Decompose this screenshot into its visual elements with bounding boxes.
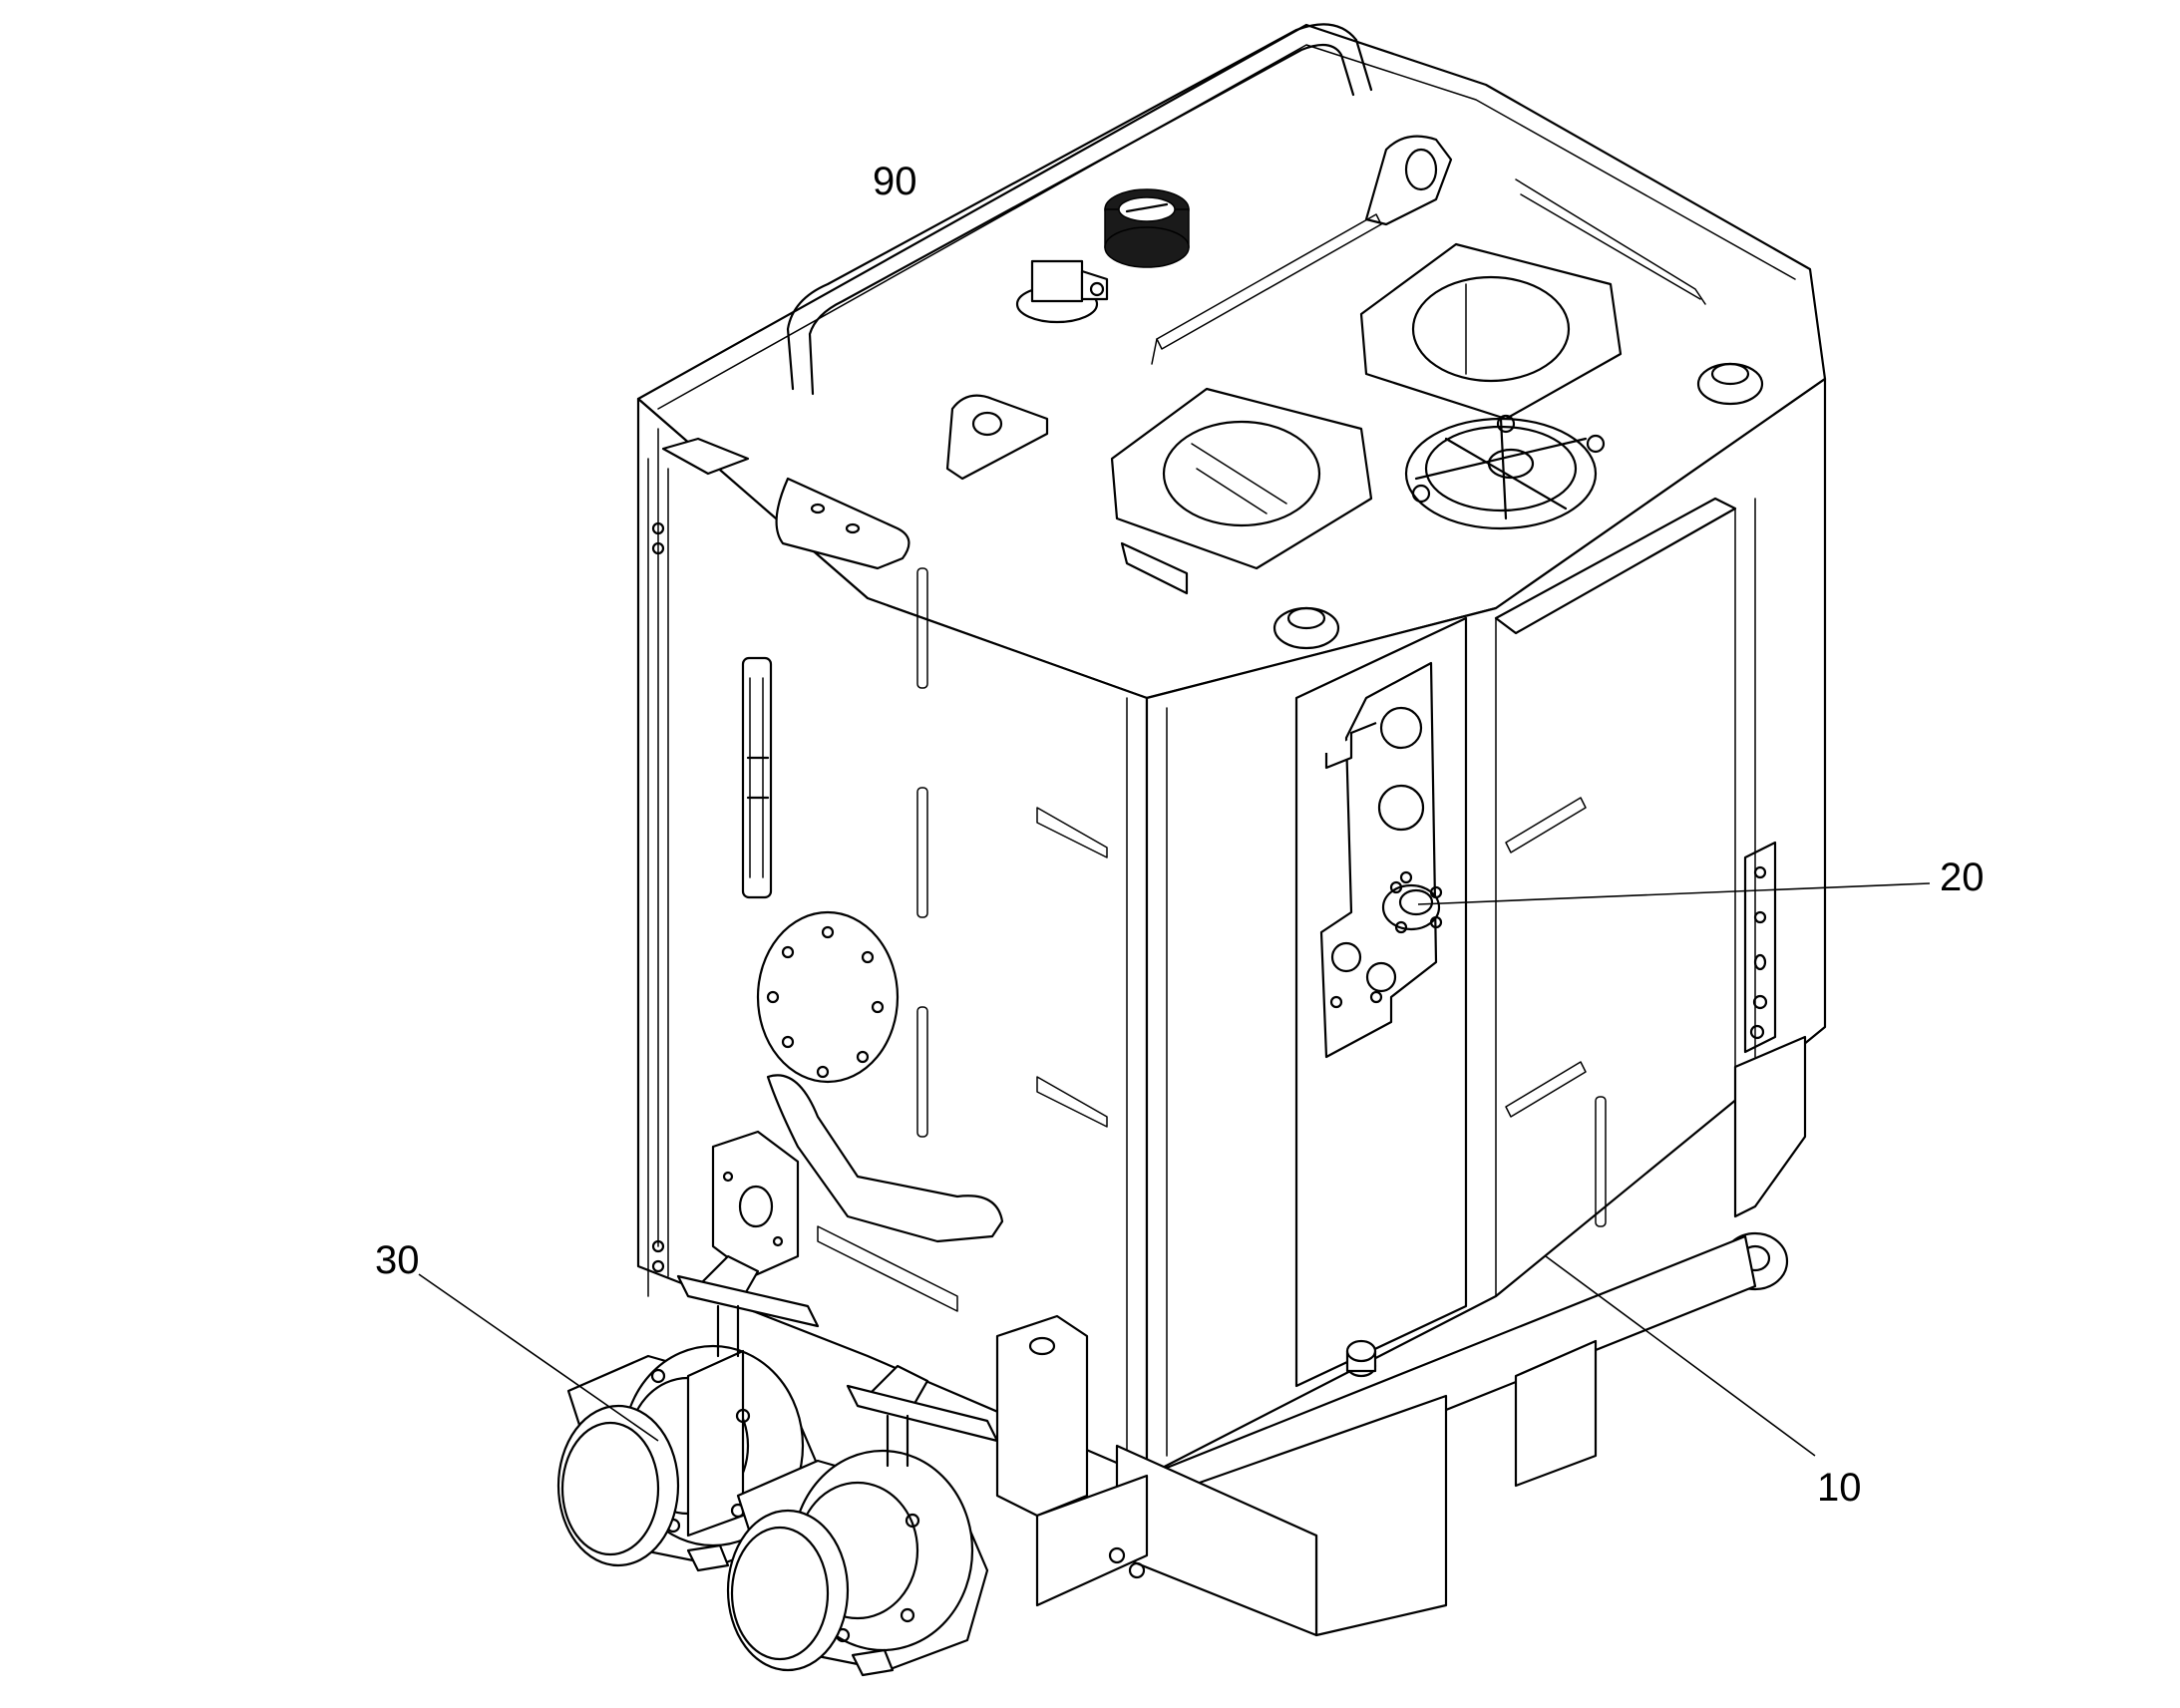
left-rail — [647, 458, 669, 1297]
callout-90: 90 — [873, 160, 917, 203]
sight-glass — [741, 656, 773, 899]
valve-upper — [556, 1254, 820, 1572]
left-face-slots — [916, 567, 1108, 1138]
side-handle — [766, 1074, 1004, 1243]
top-front-lug — [1120, 541, 1189, 595]
callout-30: 30 — [375, 1238, 420, 1282]
lower-frame — [1115, 1035, 1807, 1637]
level-switch — [1015, 259, 1109, 324]
filler-cap — [1104, 188, 1190, 268]
right-face-slots — [1505, 797, 1607, 1227]
drain-plug-top-right — [1696, 362, 1764, 406]
callout-20: 20 — [1940, 855, 1985, 899]
callout-10: 10 — [1817, 1466, 1862, 1510]
temperature-sensor — [1381, 880, 1443, 934]
inspection-cover — [756, 910, 900, 1084]
drain-plug-top-left — [1272, 606, 1340, 650]
corner-bracket-left — [661, 437, 750, 476]
valve-lower — [726, 1364, 999, 1677]
breather-cap — [1404, 414, 1606, 530]
lifting-eye-left — [945, 394, 1049, 481]
port-flange-front — [1110, 387, 1373, 570]
upper-mount-bracket — [775, 477, 910, 570]
right-side-bracket — [1494, 497, 1756, 1068]
sensor-plate — [1319, 661, 1438, 1059]
top-bracket — [1151, 178, 1706, 365]
leader-10 — [1545, 1255, 1816, 1457]
top-handle — [786, 23, 1373, 396]
drain-plug-front — [1345, 1339, 1377, 1378]
right-strap — [1743, 841, 1777, 1054]
leader-20 — [1417, 882, 1931, 905]
valve-manifold — [995, 1314, 1149, 1607]
lifting-eye-right — [1364, 135, 1453, 226]
valve-block — [711, 1130, 800, 1278]
port-flange-rear — [1359, 242, 1623, 421]
bottom-rail-left — [817, 1225, 958, 1312]
leader-30 — [418, 1273, 659, 1442]
